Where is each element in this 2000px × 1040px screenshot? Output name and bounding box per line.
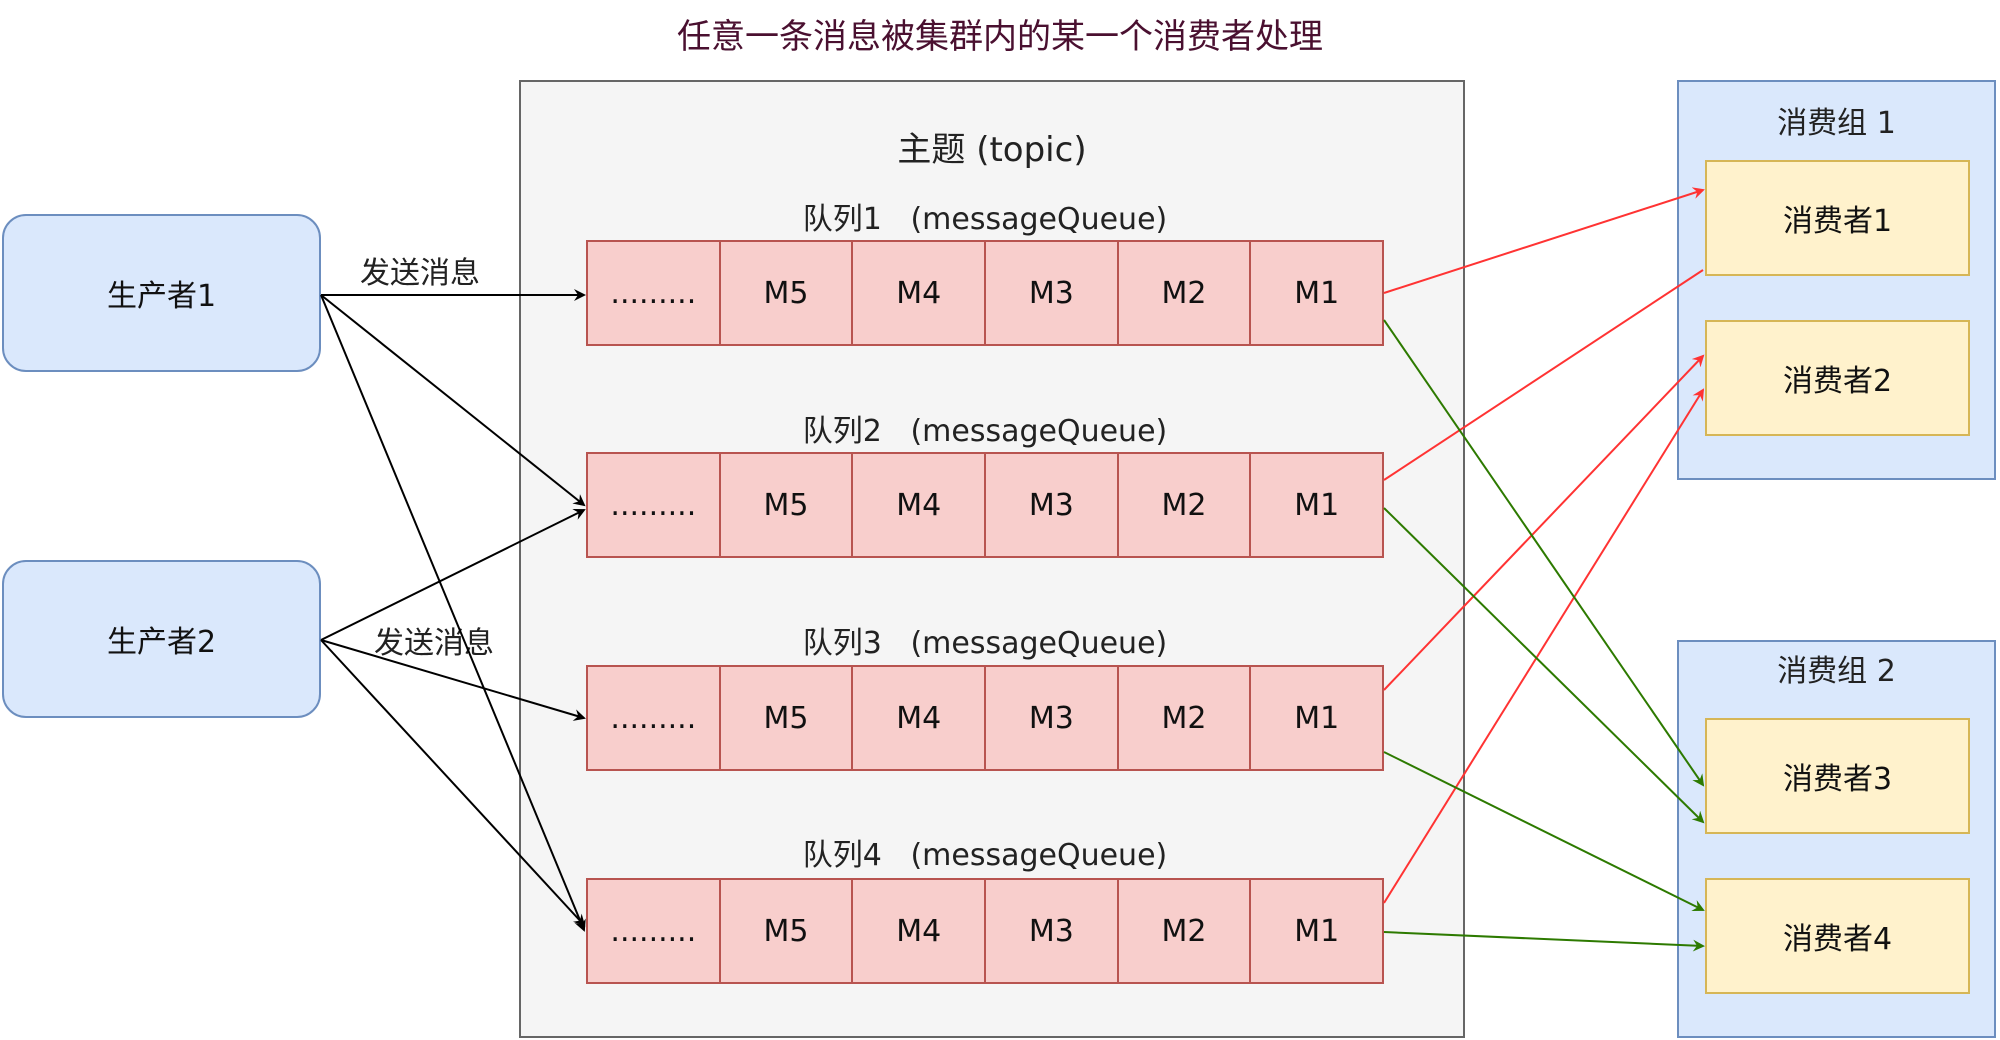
producer-1-label: 生产者1 <box>106 279 217 314</box>
arrow-queue3-consumer4 <box>1383 751 1705 911</box>
queue-cell-m2: M2 <box>1116 240 1252 346</box>
queue-2-label: 队列2 (messageQueue) <box>802 414 1168 449</box>
consumer-3: 消费者3 <box>1705 718 1970 834</box>
producer-1: 生产者1 <box>2 214 321 372</box>
arrow-queue2-consumer1 <box>1383 269 1704 481</box>
arrow-producer2-queue2 <box>320 509 586 641</box>
arrow-queue3-consumer2 <box>1383 354 1705 691</box>
send-message-label-1: 发送消息 <box>360 256 480 291</box>
consumer-1-label: 消费者1 <box>1782 204 1893 239</box>
queue-cell-m5: M5 <box>718 240 854 346</box>
arrow-producer1-queue4 <box>320 294 586 932</box>
queue-cell-m5: M5 <box>718 878 854 984</box>
queue-cell-ellipsis: ......... <box>586 878 721 984</box>
consumer-3-label: 消费者3 <box>1782 762 1893 797</box>
arrow-producer2-queue4 <box>320 639 586 927</box>
consumer-group-2-title: 消费组 2 <box>1777 654 1896 689</box>
queue-cell-m3: M3 <box>984 240 1119 346</box>
consumer-2: 消费者2 <box>1705 320 1970 436</box>
consumer-4-label: 消费者4 <box>1782 922 1893 957</box>
queue-cell-m3: M3 <box>984 452 1119 558</box>
queue-3-label: 队列3 (messageQueue) <box>802 626 1168 661</box>
queue-1-label: 队列1 (messageQueue) <box>802 202 1168 237</box>
consumer-group-1-title: 消费组 1 <box>1777 106 1896 141</box>
queue-1: ......... M5 M4 M3 M2 M1 <box>586 240 1385 346</box>
queue-cell-m4: M4 <box>851 240 987 346</box>
producer-2-label: 生产者2 <box>106 625 217 660</box>
consumer-4: 消费者4 <box>1705 878 1970 994</box>
queue-cell-m2: M2 <box>1116 452 1252 558</box>
queue-cell-m4: M4 <box>851 665 987 771</box>
arrow-queue2-consumer3 <box>1383 507 1705 824</box>
producer-2: 生产者2 <box>2 560 321 718</box>
queue-4: ......... M5 M4 M3 M2 M1 <box>586 878 1385 984</box>
queue-cell-m2: M2 <box>1116 665 1252 771</box>
queue-4-label: 队列4 (messageQueue) <box>802 838 1168 873</box>
queue-cell-m1: M1 <box>1249 665 1385 771</box>
queue-cell-m1: M1 <box>1249 452 1385 558</box>
arrow-queue1-consumer1 <box>1383 187 1705 294</box>
queue-cell-m3: M3 <box>984 665 1119 771</box>
consumer-2-label: 消费者2 <box>1782 364 1893 399</box>
queue-cell-ellipsis: ......... <box>586 665 721 771</box>
queue-cell-m2: M2 <box>1116 878 1252 984</box>
arrow-queue1-consumer3 <box>1383 319 1705 787</box>
queue-cell-ellipsis: ......... <box>586 452 721 558</box>
queue-3: ......... M5 M4 M3 M2 M1 <box>586 665 1385 771</box>
topic-title: 主题 (topic) <box>897 129 1087 170</box>
queue-cell-m1: M1 <box>1249 878 1385 984</box>
queue-cell-ellipsis: ......... <box>586 240 721 346</box>
send-message-label-2: 发送消息 <box>374 626 494 661</box>
diagram-title: 任意一条消息被集群内的某一个消费者处理 <box>677 16 1323 57</box>
arrow-queue4-consumer2 <box>1383 388 1705 904</box>
queue-2: ......... M5 M4 M3 M2 M1 <box>586 452 1385 558</box>
arrow-producer1-queue2 <box>320 294 586 507</box>
queue-cell-m3: M3 <box>984 878 1119 984</box>
queue-cell-m4: M4 <box>851 452 987 558</box>
queue-cell-m5: M5 <box>718 452 854 558</box>
arrow-queue4-consumer4 <box>1383 931 1705 952</box>
arrow-producer2-queue3 <box>320 639 586 721</box>
queue-cell-m1: M1 <box>1249 240 1385 346</box>
consumer-1: 消费者1 <box>1705 160 1970 276</box>
